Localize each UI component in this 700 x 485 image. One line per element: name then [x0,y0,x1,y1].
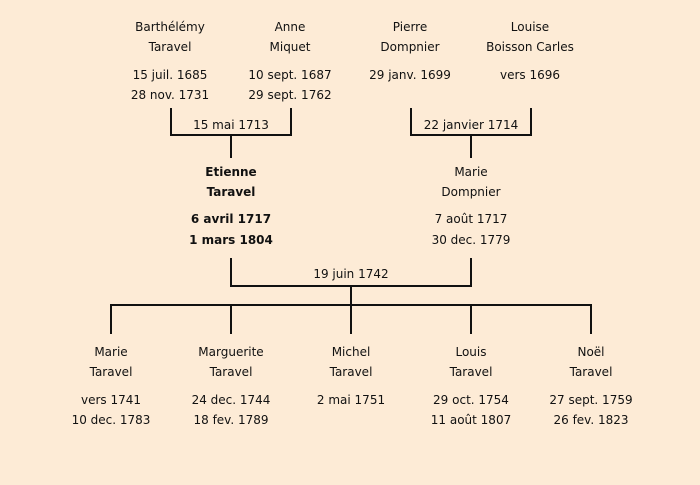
marriage-date-paternal: 15 mai 1713 [193,118,269,132]
grandparents-first: Barthélémy [135,20,205,34]
grandparents-last: Dompnier [380,40,440,54]
parents-last: Taravel [206,185,256,199]
grandparents-death: 28 nov. 1731 [130,88,210,102]
children-first: Marguerite [198,345,264,359]
parents-first: Marie [454,165,488,179]
children-birth: 24 dec. 1744 [191,393,271,407]
children-last: Taravel [449,365,493,379]
children-last: Taravel [569,365,613,379]
grandparents-last: Taravel [148,40,192,54]
grandparents-first: Anne [274,20,306,34]
grandparents-first: Louise [510,20,550,34]
children-first: Louis [455,345,487,359]
children-death: 11 août 1807 [430,413,512,427]
grandparents-last: Boisson Carles [486,40,574,54]
children-birth: 27 sept. 1759 [549,393,633,407]
children-last: Taravel [89,365,133,379]
children-death: 26 fev. 1823 [553,413,629,427]
marriage-date-parents: 19 juin 1742 [313,267,389,281]
grandparents-birth: 29 janv. 1699 [369,68,451,82]
parents-birth: 6 avril 1717 [190,212,272,226]
children-death: 10 dec. 1783 [71,413,151,427]
grandparents-birth: 15 juil. 1685 [132,68,208,82]
marriage-date-maternal: 22 janvier 1714 [423,118,519,132]
parents-last: Dompnier [441,185,501,199]
parents-first: Etienne [205,165,257,179]
parents-death: 30 dec. 1779 [431,233,511,247]
children-last: Taravel [209,365,253,379]
children-first: Noël [577,345,605,359]
children-first: Michel [331,345,371,359]
children-last: Taravel [329,365,373,379]
grandparents-death: 29 sept. 1762 [248,88,332,102]
children-birth: 29 oct. 1754 [433,393,509,407]
children-death: 18 fev. 1789 [193,413,269,427]
grandparents-last: Miquet [269,40,311,54]
children-birth: 2 mai 1751 [316,393,386,407]
parents-birth: 7 août 1717 [434,212,508,226]
parents-death: 1 mars 1804 [189,233,273,247]
grandparents-birth: vers 1696 [499,68,561,82]
children-birth: vers 1741 [80,393,142,407]
grandparents-first: Pierre [392,20,428,34]
grandparents-birth: 10 sept. 1687 [248,68,332,82]
children-first: Marie [94,345,128,359]
